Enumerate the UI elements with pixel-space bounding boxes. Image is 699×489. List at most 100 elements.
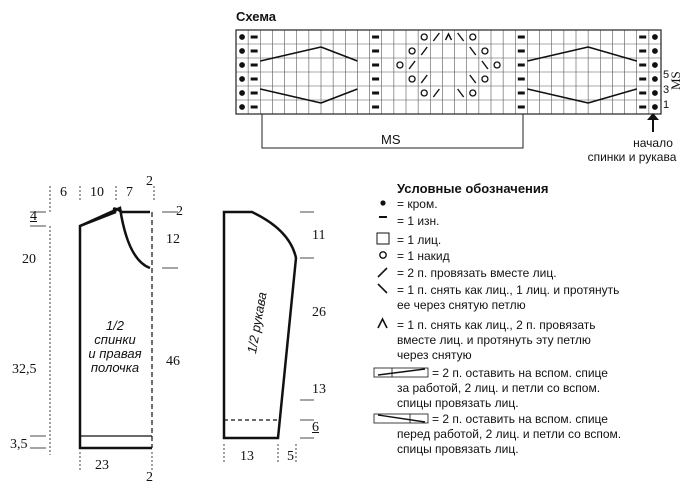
chart-edge-dot bbox=[652, 76, 658, 82]
chart-sk2p bbox=[444, 32, 453, 41]
chart-purl-dash bbox=[639, 77, 647, 81]
legend-item-sk2p-cont2: через снятую bbox=[397, 348, 472, 362]
dim-left-3-5: 3,5 bbox=[10, 437, 28, 452]
chart-yarn-over bbox=[408, 75, 416, 83]
legend-item-cable-front: = 2 п. оставить на вспом. спице bbox=[432, 412, 608, 426]
body-label-line3: и правая bbox=[88, 346, 142, 361]
ssk-icon bbox=[377, 283, 388, 294]
chart-yarn-over bbox=[420, 89, 428, 97]
chart-purl-dash bbox=[372, 49, 380, 53]
chart-cable-stroke bbox=[587, 46, 637, 62]
body-pattern-label: 1/2 спинки и правая полочка bbox=[75, 319, 155, 375]
chart-decrease-slash bbox=[420, 46, 428, 56]
chart-cable-stroke bbox=[260, 88, 322, 104]
chart-edge-dot bbox=[652, 34, 658, 40]
dim-left-20: 20 bbox=[22, 252, 36, 267]
legend-item-cable-back-cont1: за работой, 2 лиц. и петли со вспом. bbox=[397, 381, 601, 395]
chart-purl-dash bbox=[639, 63, 647, 67]
legend-item-sk2p-cont1: вместе лиц. и протянуть эту петлю bbox=[397, 333, 591, 347]
dim-top-7: 7 bbox=[126, 185, 133, 200]
chart-edge-dot bbox=[239, 62, 245, 68]
chart-purl-dash bbox=[372, 105, 380, 109]
legend-item-knit: = 1 лиц. bbox=[397, 233, 442, 247]
chart-yarn-over bbox=[493, 61, 501, 69]
chart-edge-dot bbox=[239, 90, 245, 96]
chart-purl-dash bbox=[250, 77, 258, 81]
chart-cable-stroke bbox=[260, 46, 322, 62]
chart-decrease-slash bbox=[469, 74, 477, 84]
chart-purl-dash bbox=[639, 91, 647, 95]
dim-sleeve-11: 11 bbox=[312, 228, 326, 243]
chart-edge-dot bbox=[652, 90, 658, 96]
dim-bottom-23: 23 bbox=[95, 458, 109, 473]
chart-purl-dash bbox=[517, 105, 525, 109]
legend-item-ssk-cont: ее через снятую петлю bbox=[397, 298, 526, 312]
chart-purl-dash bbox=[639, 105, 647, 109]
chart-decrease-slash bbox=[432, 88, 440, 98]
start-label-line1: начало bbox=[633, 136, 673, 150]
scheme-title: Схема bbox=[236, 9, 277, 24]
chart-decrease-slash bbox=[469, 46, 477, 56]
chart-cable-stroke bbox=[320, 46, 358, 62]
chart-purl-dash bbox=[250, 63, 258, 67]
dim-top-10: 10 bbox=[90, 185, 104, 200]
yarn-over-icon bbox=[379, 251, 387, 259]
legend-item-k2tog: = 2 п. провязать вместе лиц. bbox=[397, 266, 557, 280]
chart-yarn-over bbox=[469, 89, 477, 97]
sk2p-icon bbox=[377, 317, 388, 329]
legend-item-ssk: = 1 п. снять как лиц., 1 лиц. и протянут… bbox=[397, 283, 620, 297]
chart-purl-dash bbox=[517, 63, 525, 67]
dim-sleeve-bottom-5: 5 bbox=[287, 449, 294, 464]
cable-front-icon bbox=[373, 413, 429, 424]
chart-purl-dash bbox=[517, 91, 525, 95]
row-number-1: 1 bbox=[663, 99, 670, 111]
purl-stitch-icon bbox=[379, 216, 387, 218]
legend-item-sk2p: = 1 п. снять как лиц., 2 п. провязать bbox=[397, 318, 596, 332]
legend-item-yarn-over: = 1 накид bbox=[397, 249, 450, 263]
dim-sleeve-26: 26 bbox=[312, 305, 326, 320]
dim-right-46: 46 bbox=[166, 354, 180, 369]
chart-yarn-over bbox=[469, 33, 477, 41]
dim-left-32-5: 32,5 bbox=[12, 362, 37, 377]
chart-yarn-over bbox=[481, 75, 489, 83]
legend-symbols bbox=[373, 200, 429, 424]
dim-top-6: 6 bbox=[60, 185, 67, 200]
knit-stitch-icon bbox=[376, 232, 390, 245]
chart-edge-dot bbox=[239, 34, 245, 40]
dim-top-2: 2 bbox=[146, 174, 153, 189]
k2tog-icon bbox=[377, 267, 388, 278]
row-number-5: 5 bbox=[663, 69, 670, 81]
chart-purl-dash bbox=[250, 91, 258, 95]
chart-purl-dash bbox=[517, 49, 525, 53]
chart-decrease-slash bbox=[432, 32, 440, 42]
chart-edge-dot bbox=[239, 104, 245, 110]
chart-edge-dot bbox=[652, 48, 658, 54]
chart-purl-dash bbox=[639, 49, 647, 53]
chart-decrease-slash bbox=[457, 32, 465, 42]
dim-right-2-top: 2 bbox=[176, 204, 183, 219]
chart-cable-stroke bbox=[587, 88, 637, 104]
legend-item-edge: = кром. bbox=[397, 197, 438, 211]
chart-purl-dash bbox=[372, 35, 380, 39]
chart-purl-dash bbox=[372, 77, 380, 81]
chart-edge-dot bbox=[239, 76, 245, 82]
dim-right-12: 12 bbox=[166, 232, 180, 247]
chart-cable-stroke bbox=[527, 46, 589, 62]
chart-purl-dash bbox=[372, 91, 380, 95]
legend-item-cable-front-cont1: перед работой, 2 лиц. и петли со вспом. bbox=[397, 427, 622, 441]
dim-sleeve-bottom-13: 13 bbox=[240, 449, 254, 464]
legend-item-cable-back-cont2: спицы провязать лиц. bbox=[397, 396, 519, 410]
legend-item-purl: = 1 изн. bbox=[397, 214, 440, 228]
body-label-line4: полочка bbox=[90, 360, 140, 375]
row-number-3: 3 bbox=[663, 84, 670, 96]
edge-stitch-icon bbox=[380, 200, 386, 206]
legend-item-cable-front-cont2: спицы провязать лиц. bbox=[397, 442, 519, 456]
chart-decrease-slash bbox=[420, 74, 428, 84]
dim-sleeve-13: 13 bbox=[312, 382, 326, 397]
chart-cable-stroke bbox=[320, 88, 358, 104]
body-label-line1: 1/2 bbox=[105, 318, 125, 333]
chart-yarn-over bbox=[396, 61, 404, 69]
dim-bottom-2: 2 bbox=[146, 470, 153, 485]
